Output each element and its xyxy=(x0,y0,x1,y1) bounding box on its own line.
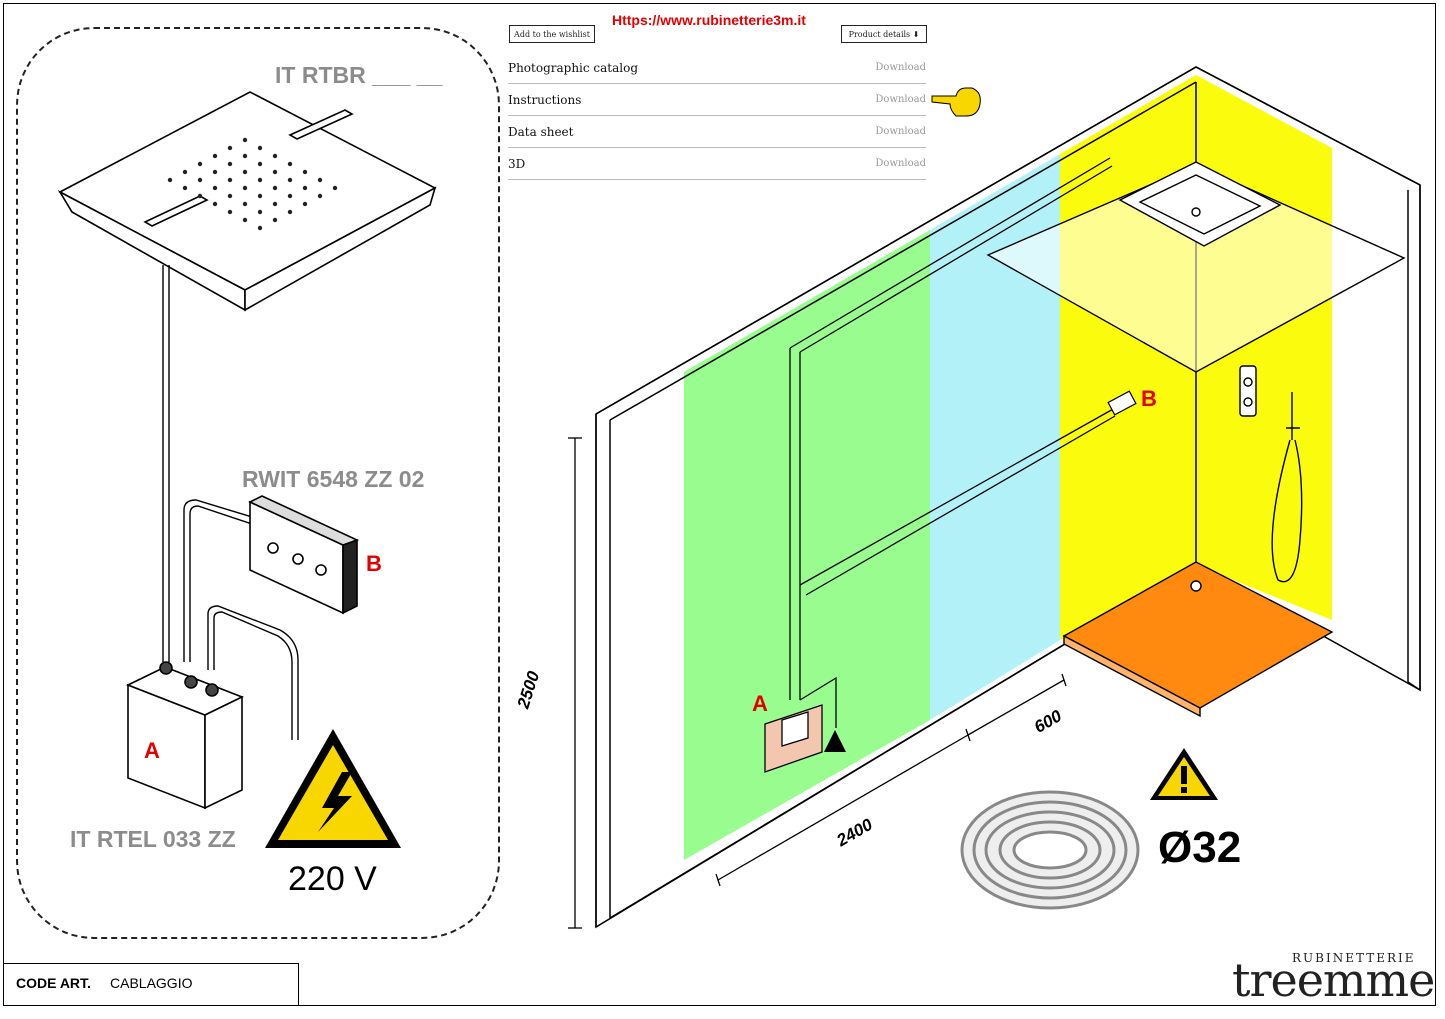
download-row-photographic-catalog: Photographic catalog Download xyxy=(508,53,926,84)
download-icon: ⬇ xyxy=(912,30,920,39)
junction-box-illustration xyxy=(126,661,244,810)
download-link[interactable]: Download xyxy=(875,126,926,137)
kit-components-panel xyxy=(16,27,500,939)
wall-switch-b xyxy=(1107,390,1137,416)
pointing-hand-icon xyxy=(931,87,981,117)
add-to-wishlist-button[interactable]: Add to the wishlist xyxy=(509,25,595,43)
download-row-data-sheet: Data sheet Download xyxy=(508,117,926,148)
dimension-lines xyxy=(568,437,1067,929)
code-art-box xyxy=(4,963,299,1006)
left-cables xyxy=(162,265,299,740)
label-a-left: A xyxy=(144,738,160,763)
wall-box-a xyxy=(764,676,837,773)
zone-green xyxy=(684,230,930,860)
code-art-value: CABLAGGIO xyxy=(110,975,193,991)
conduit-diameter: Ø32 xyxy=(1158,823,1242,872)
download-label: 3D xyxy=(508,157,526,171)
download-link[interactable]: Download xyxy=(875,158,926,169)
small-warning-icon xyxy=(824,730,846,752)
download-label: Instructions xyxy=(508,93,582,107)
ceiling-panel xyxy=(986,164,1406,373)
brand-logo: treemme xyxy=(1232,953,1435,1007)
product-details-label: Product details xyxy=(848,30,911,39)
brand-subtitle: RUBINETTERIE xyxy=(1292,951,1416,965)
label-b-left: B xyxy=(366,551,382,576)
shower-head-code: IT RTBR ___ __ xyxy=(275,62,443,88)
label-a-room: A xyxy=(752,691,768,716)
conduit-coil-icon xyxy=(960,790,1140,910)
download-link[interactable]: Download xyxy=(875,62,926,73)
code-art-key: CODE ART. xyxy=(16,975,91,991)
control-switch-illustration xyxy=(248,495,360,615)
download-label: Data sheet xyxy=(508,125,574,139)
high-voltage-warning-icon xyxy=(265,729,401,848)
conduit-pipes xyxy=(789,157,1116,700)
label-b-room: B xyxy=(1141,386,1157,411)
shower-tray xyxy=(1062,561,1334,718)
shower-head-illustration xyxy=(57,91,437,312)
download-link[interactable]: Download xyxy=(875,94,926,105)
caution-warning-icon xyxy=(1150,748,1218,800)
download-label: Photographic catalog xyxy=(508,61,639,75)
voltage-label: 220 V xyxy=(288,860,377,898)
switch-code: RWIT 6548 ZZ 02 xyxy=(242,466,425,492)
download-row-instructions: Instructions Download xyxy=(508,85,926,116)
mixer-and-hand-shower xyxy=(1239,365,1303,583)
ceiling-frame xyxy=(1118,161,1282,247)
website-url[interactable]: Https://www.rubinetterie3m.it xyxy=(612,12,806,28)
product-details-button[interactable]: Product details ⬇ xyxy=(841,25,927,43)
junction-box-code: IT RTEL 033 ZZ xyxy=(70,826,236,852)
page-frame xyxy=(3,3,1436,1006)
download-row-3d: 3D Download xyxy=(508,149,926,180)
zone-cyan xyxy=(930,154,1060,720)
